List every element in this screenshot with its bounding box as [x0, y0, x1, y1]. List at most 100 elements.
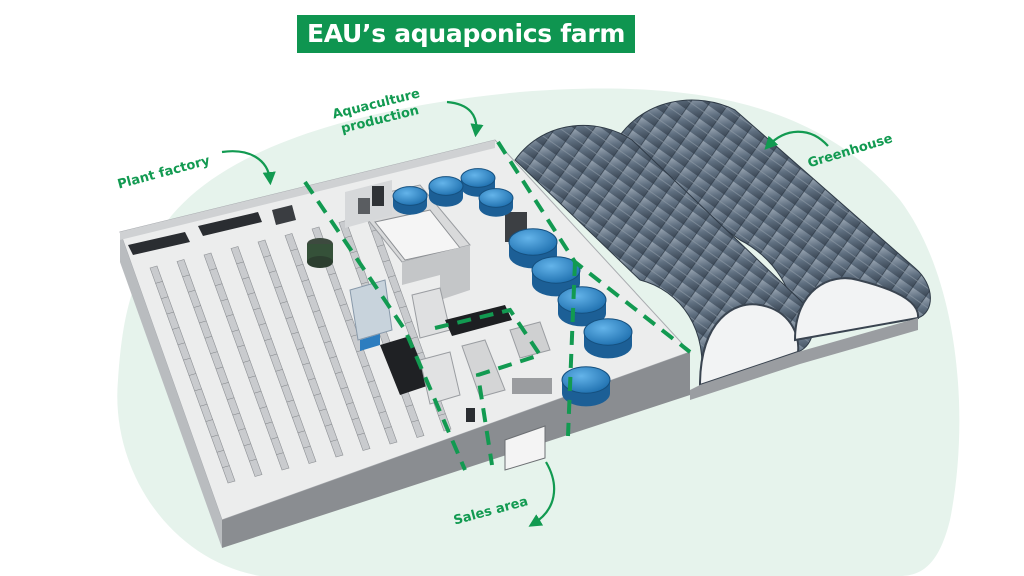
- shelf-divider: [410, 336, 418, 340]
- shelf-divider: [378, 411, 386, 414]
- shelf-divider: [249, 458, 257, 462]
- shelf-divider: [290, 248, 298, 252]
- shelf-divider: [335, 371, 343, 374]
- lab-benches: [128, 205, 333, 268]
- shelf-divider: [416, 351, 424, 355]
- shelf-divider: [405, 404, 413, 408]
- shelf-divider: [276, 452, 284, 455]
- shelf-divider: [231, 329, 239, 333]
- shelf-divider: [301, 279, 309, 282]
- shelf-divider: [382, 259, 390, 263]
- shelf-divider: [296, 263, 304, 267]
- shelf-divider: [232, 412, 240, 416]
- shelf-divider: [308, 377, 316, 381]
- shelf-divider: [215, 283, 223, 286]
- shelf-divider: [242, 276, 250, 280]
- shelf-divider: [188, 289, 196, 293]
- shelf-divider: [161, 296, 169, 299]
- shelf-divider: [297, 430, 305, 434]
- greenhouse-arrow: [764, 130, 829, 150]
- shelf-divider: [312, 310, 320, 313]
- shelf-divider: [286, 399, 294, 403]
- shelf-divider: [404, 321, 413, 324]
- shelf-divider: [265, 421, 273, 425]
- shelf-divider: [296, 347, 305, 350]
- page-title: EAU’s aquaponics farm: [297, 15, 636, 53]
- zone-arrows: [221, 100, 829, 527]
- shelf-divider: [237, 344, 245, 348]
- shelf-divider: [210, 351, 218, 354]
- shelf-divider: [344, 235, 352, 239]
- shelf-divider: [328, 272, 336, 276]
- shelf-divider: [307, 294, 315, 298]
- shelf-divider: [200, 403, 208, 407]
- shelf-divider: [357, 432, 365, 436]
- shelf-divider: [183, 357, 191, 361]
- shelf-divider: [155, 281, 163, 284]
- shelf-divider: [345, 318, 353, 322]
- shelf-divider: [411, 419, 419, 423]
- shelf-divider: [346, 402, 354, 405]
- shelf-divider: [388, 275, 396, 278]
- shelf-divider: [243, 443, 251, 447]
- shelf-divider: [166, 311, 174, 315]
- shelf-divider: [323, 340, 332, 344]
- shelf-divider: [193, 305, 201, 308]
- shelf-divider: [399, 305, 407, 309]
- shelf-divider: [275, 369, 283, 372]
- shelf-divider: [172, 327, 180, 330]
- fish-tanks: [392, 168, 633, 407]
- fish-tank: [460, 168, 496, 188]
- shelf-divider: [254, 390, 262, 394]
- shelf-divider: [205, 419, 213, 422]
- shelf-divider: [264, 338, 272, 341]
- shelf-divider: [188, 373, 197, 376]
- shelf-divider: [350, 250, 358, 254]
- shelf-divider: [269, 353, 278, 357]
- zone-dividers: [303, 140, 692, 471]
- shelf-divider: [292, 415, 300, 418]
- shelf-divider: [274, 285, 282, 289]
- shelf-divider: [270, 437, 278, 440]
- shelf-divider: [242, 360, 251, 363]
- shelf-divider: [222, 465, 230, 468]
- shelf-divider: [340, 386, 348, 390]
- fish-tank: [508, 228, 558, 256]
- shelf-divider: [247, 292, 255, 295]
- shelf-divider: [258, 323, 266, 326]
- shelf-divider: [351, 417, 359, 421]
- shelf-divider: [204, 336, 212, 339]
- shelf-divider: [248, 375, 256, 379]
- shelf-divider: [209, 268, 217, 271]
- shelf-divider: [220, 298, 228, 302]
- shelf-divider: [303, 445, 311, 449]
- shelf-divider: [318, 325, 326, 328]
- shelf-divider: [177, 342, 185, 346]
- plant-factory-arrow: [221, 150, 276, 186]
- shelf-divider: [194, 388, 202, 392]
- shelf-divider: [438, 413, 446, 416]
- shelf-divider: [221, 382, 229, 385]
- shelf-divider: [393, 290, 401, 294]
- shelf-divider: [291, 331, 299, 335]
- fish-tank: [531, 256, 581, 284]
- shelf-divider: [259, 406, 267, 409]
- shelf-divider: [182, 274, 190, 278]
- shelf-divider: [377, 244, 385, 247]
- shelf-divider: [367, 380, 375, 383]
- shelf-divider: [319, 408, 327, 412]
- shelf-divider: [263, 255, 271, 258]
- shelf-divider: [373, 395, 381, 399]
- shelf-divider: [324, 424, 332, 427]
- shelf-divider: [226, 314, 234, 317]
- shelf-divider: [215, 366, 224, 370]
- fish-tank: [561, 366, 611, 394]
- shelf-divider: [285, 316, 293, 320]
- shelf-divider: [329, 356, 337, 359]
- fish-tank: [557, 286, 607, 314]
- shelf-divider: [199, 320, 207, 324]
- aquaculture-rooms: [345, 180, 552, 422]
- shelf-divider: [384, 426, 392, 429]
- fish-tank: [428, 176, 464, 196]
